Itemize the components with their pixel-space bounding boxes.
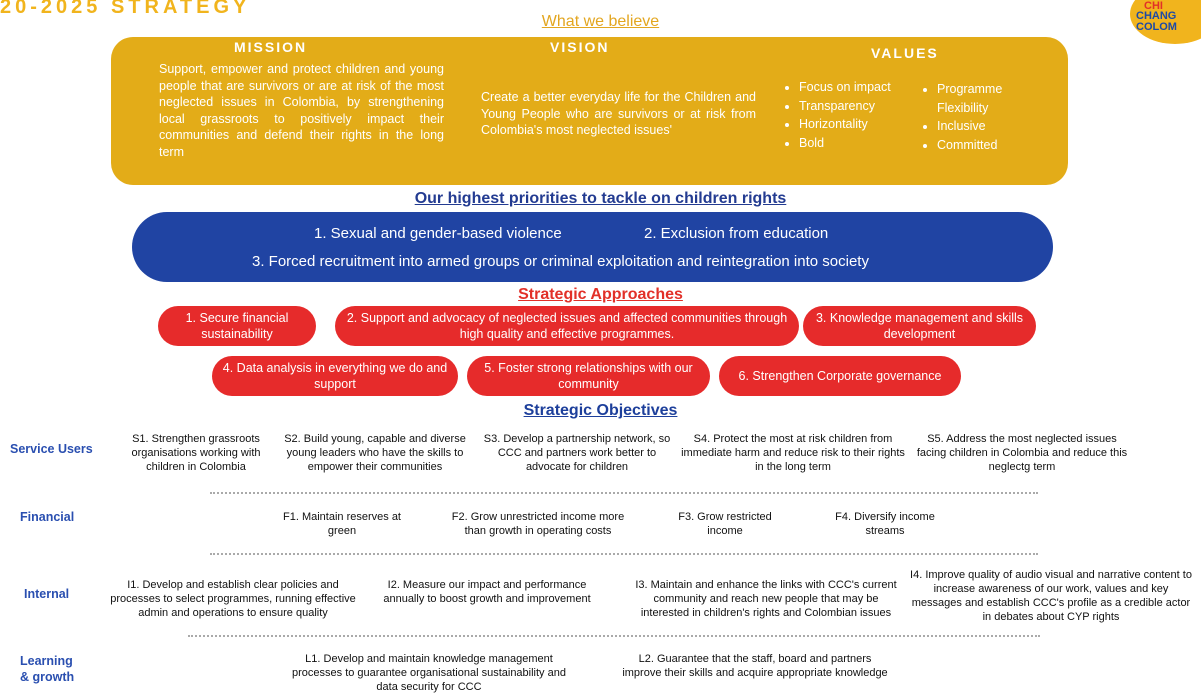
value-item: Committed (937, 136, 1037, 155)
objective-s3: S3. Develop a partnership network, so CC… (483, 433, 671, 473)
page-title: 20-2025 STRATEGY (0, 0, 251, 18)
priority-3: 3. Forced recruitment into armed groups … (252, 253, 869, 270)
objective-s4: S4. Protect the most at risk children fr… (681, 433, 905, 473)
beliefs-panel: MISSION Support, empower and protect chi… (111, 37, 1068, 185)
approaches-heading: Strategic Approaches (518, 286, 683, 303)
row-label-service-users: Service Users (10, 442, 93, 456)
approach-5: 5. Foster strong relationships with our … (467, 356, 710, 396)
objective-i1: I1. Develop and establish clear policies… (110, 579, 356, 619)
value-item: Bold (799, 134, 891, 153)
values-list-1: Focus on impact Transparency Horizontali… (783, 78, 891, 152)
value-item: Transparency (799, 97, 891, 116)
value-item: Programme Flexibility (937, 80, 1037, 117)
logo-text-2: CHANG (1136, 10, 1177, 22)
priorities-panel: 1. Sexual and gender-based violence 2. E… (132, 212, 1053, 282)
approach-6: 6. Strengthen Corporate governance (719, 356, 961, 396)
logo-text-1: CHI (1144, 0, 1163, 12)
approach-2: 2. Support and advocacy of neglected iss… (335, 306, 799, 346)
approach-3: 3. Knowledge management and skills devel… (803, 306, 1036, 346)
approach-1: 1. Secure financial sustainability (158, 306, 316, 346)
mission-heading: MISSION (234, 39, 308, 55)
priority-1: 1. Sexual and gender-based violence (314, 225, 562, 242)
objective-f1: F1. Maintain reserves at green (283, 511, 401, 537)
objective-s2: S2. Build young, capable and diverse you… (284, 433, 466, 473)
objective-s1: S1. Strengthen grassroots organisations … (131, 433, 261, 473)
values-heading: VALUES (871, 45, 939, 61)
value-item: Focus on impact (799, 78, 891, 97)
row-label-financial: Financial (20, 510, 75, 524)
divider (188, 635, 1040, 637)
row-label-internal: Internal (24, 587, 70, 601)
vision-heading: VISION (550, 39, 610, 55)
objective-s5: S5. Address the most neglected issues fa… (916, 433, 1128, 473)
believe-heading: What we believe (541, 13, 660, 30)
mission-text: Support, empower and protect children an… (159, 62, 444, 159)
objective-f2: F2. Grow unrestricted income more than g… (451, 511, 625, 537)
objectives-heading: Strategic Objectives (523, 402, 678, 419)
objective-l2: L2. Guarantee that the staff, board and … (622, 653, 888, 679)
approach-4: 4. Data analysis in everything we do and… (212, 356, 458, 396)
divider (210, 553, 1038, 555)
priority-2: 2. Exclusion from education (644, 225, 829, 242)
logo-text-3: COLOM (1136, 21, 1177, 33)
objective-l1: L1. Develop and maintain knowledge manag… (292, 653, 566, 693)
vision-text: Create a better everyday life for the Ch… (481, 90, 756, 137)
objective-i4: I4. Improve quality of audio visual and … (910, 569, 1192, 623)
values-list-2: Programme Flexibility Inclusive Committe… (921, 80, 1037, 154)
objective-i3: I3. Maintain and enhance the links with … (635, 579, 897, 619)
divider (210, 492, 1038, 494)
objective-i2: I2. Measure our impact and performance a… (383, 579, 591, 605)
row-label-learning-growth: Learning & growth (20, 654, 75, 684)
priorities-heading: Our highest priorities to tackle on chil… (414, 190, 787, 207)
objective-f3: F3. Grow restricted income (678, 511, 772, 537)
value-item: Horizontality (799, 115, 891, 134)
objective-f4: F4. Diversify income streams (835, 511, 935, 537)
value-item: Inclusive (937, 117, 1037, 136)
